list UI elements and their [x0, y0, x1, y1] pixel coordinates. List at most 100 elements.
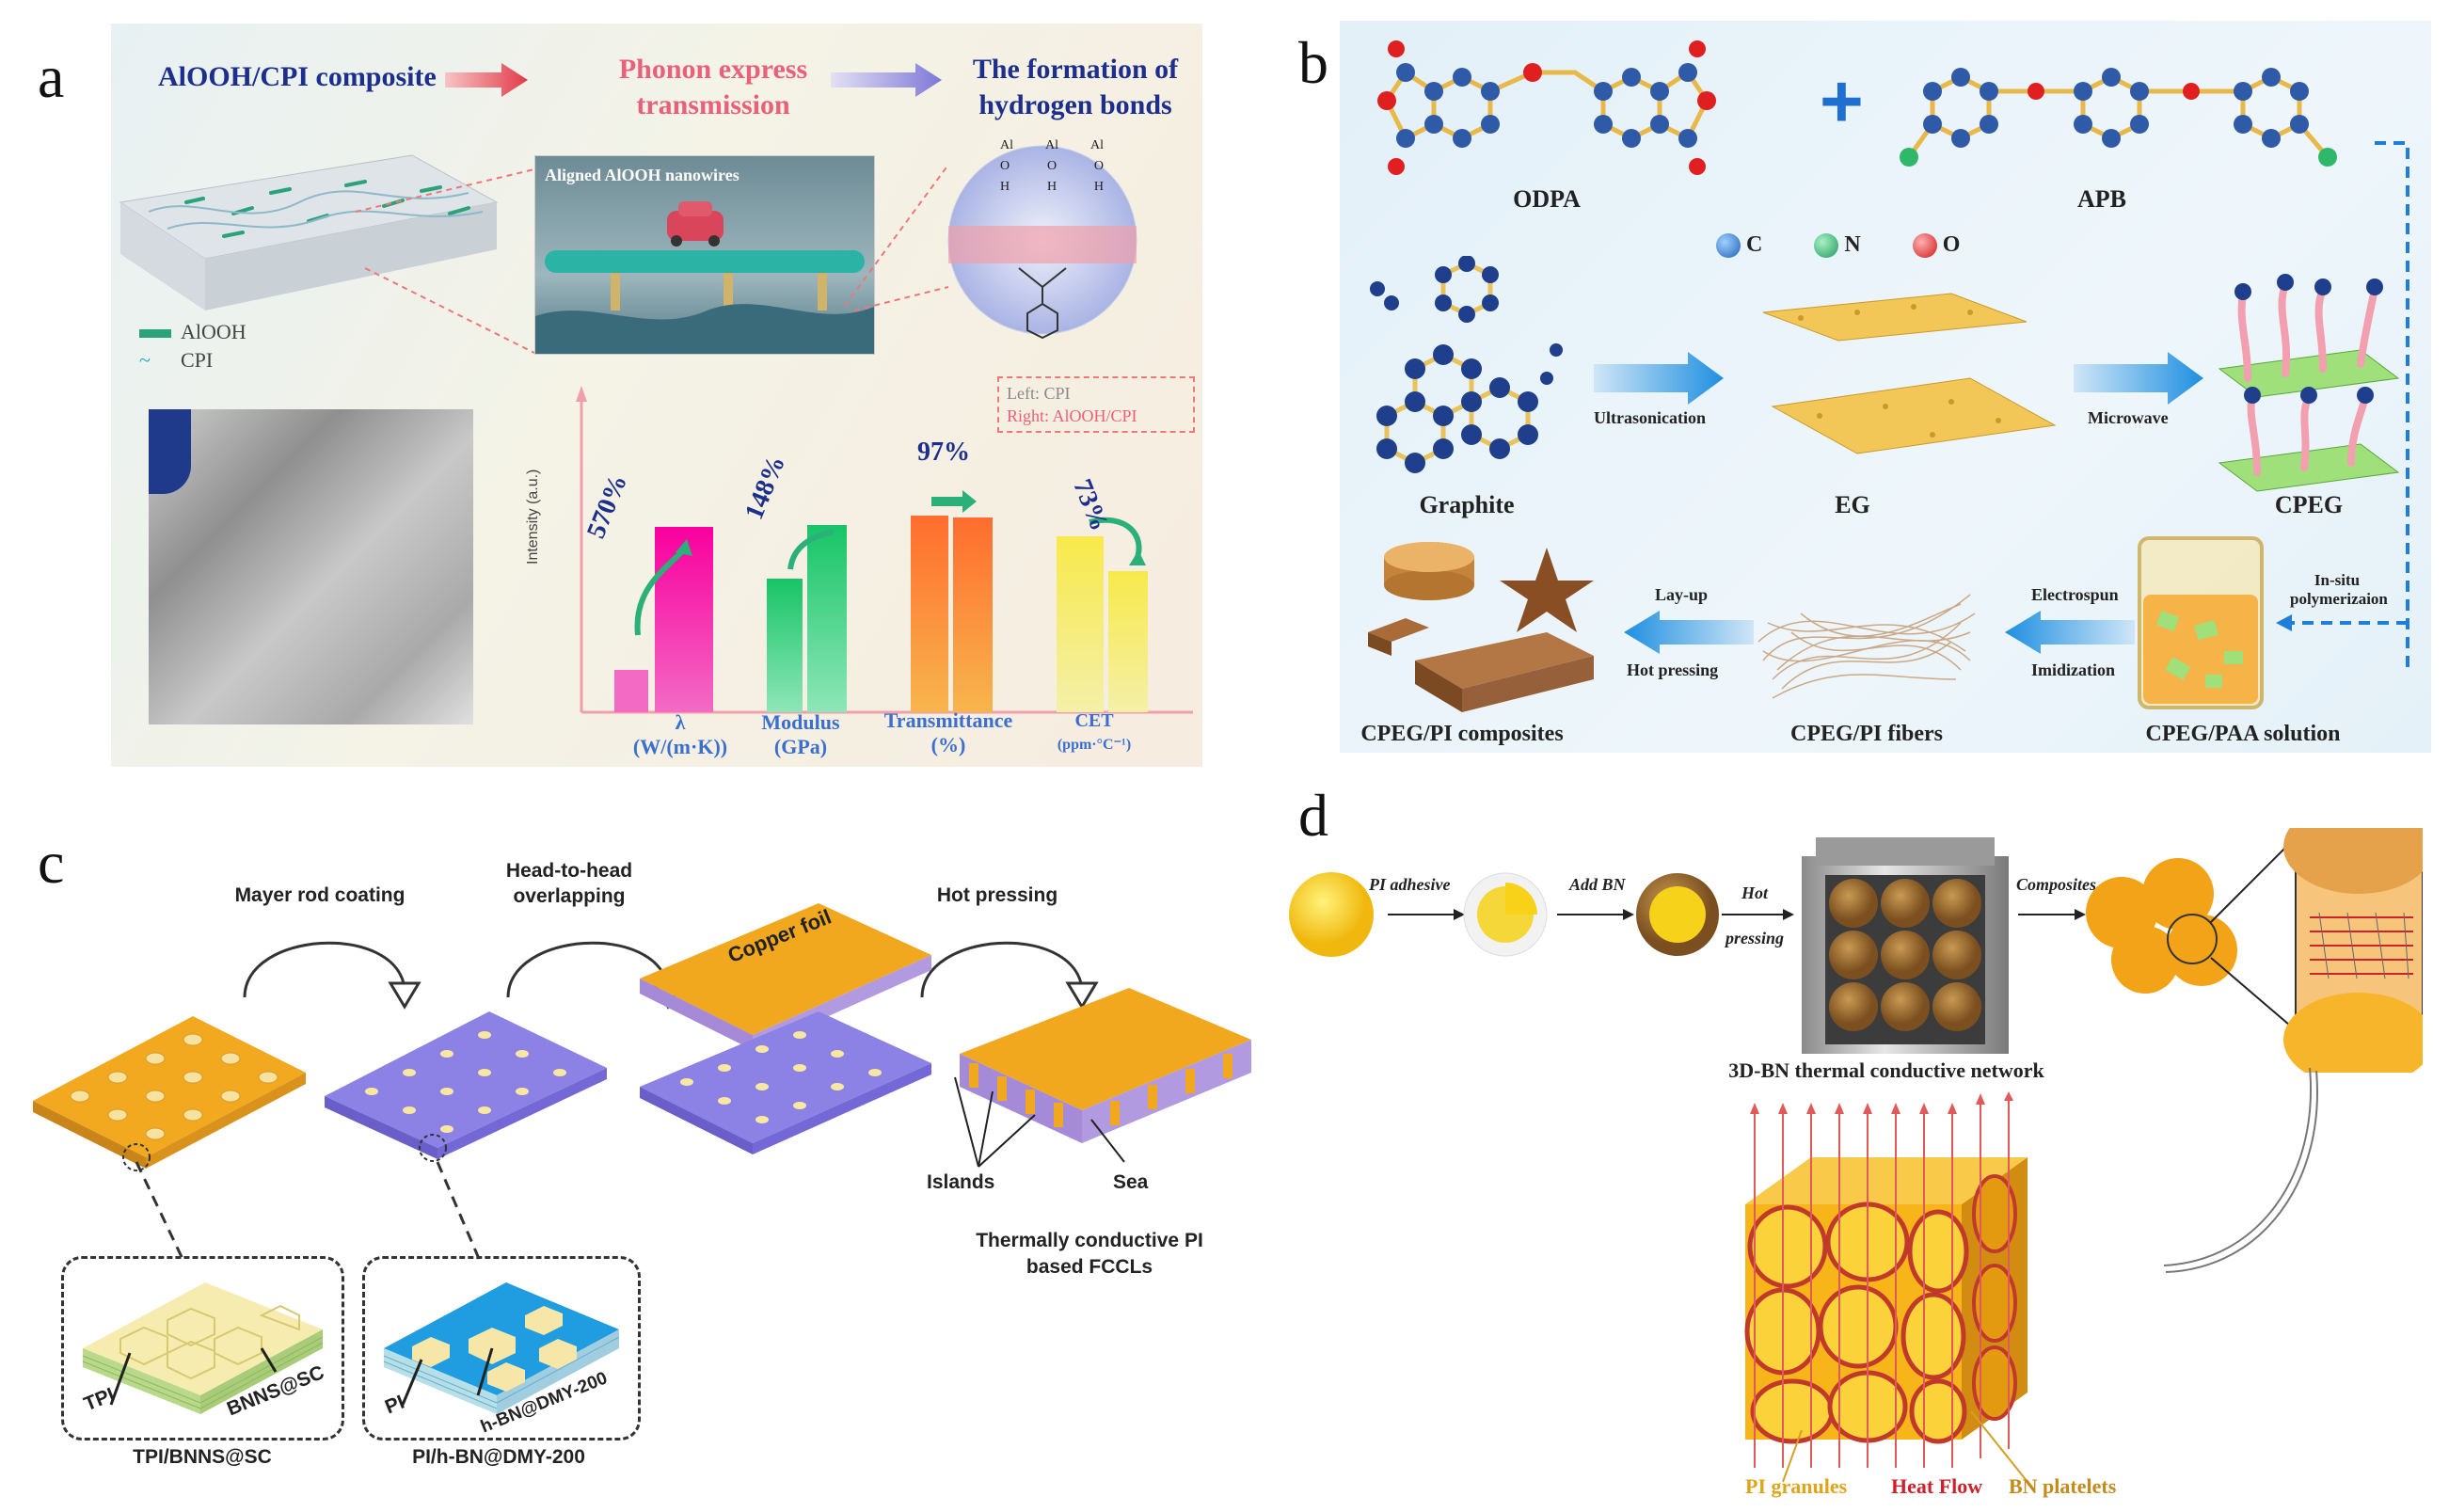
eg-label: EG: [1835, 491, 1870, 518]
alooh-swatch: [139, 329, 171, 339]
insitu-dashed-bottom: [2276, 614, 2408, 631]
network-title: 3D-BN thermal conductive network: [1728, 1058, 2044, 1082]
insitu-text: In-situ polymerizaion: [2290, 571, 2388, 608]
inset2-caption: PI/h-BN@DMY-200: [412, 1446, 585, 1468]
step-add-bn: Add BN: [1569, 875, 1626, 894]
cat-modulus-name: Modulus: [761, 710, 840, 734]
label-heat-flow: Heat Flow: [1891, 1474, 1983, 1498]
cat-transmittance-unit: (%): [930, 733, 966, 756]
legend-c: C: [1716, 232, 1763, 259]
fibers-label: CPEG/PI fibers: [1790, 722, 1943, 746]
eg-sheets: [1762, 293, 2057, 454]
legend-cpi: ~ CPI: [139, 348, 213, 373]
cpi-wave-icon: ~: [139, 348, 151, 372]
electrospun-label: Electrospun: [2031, 585, 2119, 604]
flow-arrow-pink: [445, 63, 528, 97]
network-cube: [1744, 1091, 2028, 1483]
atom-h-3: H: [1093, 180, 1104, 194]
panel-d-label: d: [1298, 782, 1328, 849]
legend-n: N: [1814, 232, 1861, 259]
purple-sheet: [325, 1011, 607, 1162]
bar-cet-composite: [1108, 571, 1148, 712]
step-hotpress: Hot pressing: [936, 884, 1058, 906]
decorative-arc: [2163, 1067, 2318, 1273]
circle-note-left: Left: CPI: [1007, 384, 1071, 403]
step-mayer: Mayer rod coating: [234, 884, 406, 906]
ultrasonication-label: Ultrasonication: [1594, 408, 1706, 427]
panel-a: AlOOH/CPI composite Phonon express trans…: [111, 24, 1202, 767]
flow-step-3-text: The formation of hydrogen bonds: [972, 54, 1179, 120]
cat-cet-name: CET: [1074, 710, 1114, 731]
inset-connectors: [135, 1161, 482, 1262]
apb-label: APB: [2077, 185, 2126, 213]
fccl-product-line2: based FCCLs: [1026, 1256, 1153, 1278]
flow-step-3: The formation of hydrogen bonds: [967, 52, 1184, 123]
label-bn-platelets: BN platelets: [2009, 1474, 2117, 1498]
flow-arrow-purple: [831, 63, 942, 97]
composite-shapes: [1368, 542, 1594, 712]
composites-label: CPEG/PI composites: [1360, 722, 1564, 746]
panel-b-label: b: [1298, 29, 1328, 96]
bar-lambda-composite: [655, 527, 713, 712]
pillar-sheet: [33, 1016, 306, 1171]
glove-shape: [149, 409, 191, 494]
step-overlap: Head-to-head overlapping: [489, 858, 649, 909]
atom-o-1: O: [1000, 159, 1010, 173]
bar-cet-cpi: [1057, 536, 1104, 712]
hydrogen-bond-circle: [947, 145, 1137, 340]
cat-modulus: Modulus(GPa): [761, 710, 839, 759]
islands-pointers: [954, 1076, 1125, 1168]
insitu-dashed-arrow: [2375, 141, 2409, 670]
cpeg-label: CPEG: [2274, 491, 2344, 518]
zoom-lines-2: [845, 164, 949, 311]
cat-lambda-unit: (W/(m·K)): [632, 735, 728, 758]
flow-step-2-text: Phonon express transmission: [618, 54, 808, 120]
graphite-structure: [1370, 256, 1563, 473]
sea-label: Sea: [1113, 1171, 1149, 1193]
nitrogen-sphere-icon: [1814, 233, 1839, 259]
legend-cpi-text: CPI: [181, 348, 214, 372]
plus-icon: +: [1820, 59, 1864, 143]
layup-label: Lay-up: [1655, 585, 1709, 604]
circle-note: Left: CPI Right: AlOOH/CPI: [997, 376, 1195, 433]
microwave-arrow: [2074, 352, 2203, 405]
cat-lambda: λ(W/(m·K)): [633, 710, 727, 759]
film-photo: [149, 409, 473, 724]
legend-o-text: O: [1942, 232, 1961, 257]
atom-al-1: Al: [1000, 138, 1013, 152]
atom-al-3: Al: [1090, 138, 1104, 152]
step-overlap-text: Head-to-head overlapping: [505, 860, 633, 907]
atom-h-1: H: [1000, 180, 1010, 194]
inset-tpi-bnns: TPI BNNS@SC: [61, 1256, 344, 1440]
cpeg-structure: [2218, 274, 2400, 492]
paa-beaker: [2138, 536, 2264, 709]
nanowire-inset-title: Aligned AlOOH nanowires: [545, 166, 739, 184]
cat-transmittance: Transmittance(%): [884, 708, 1012, 757]
legend-o: O: [1912, 232, 1961, 259]
panel-b: ODPA + APB C N O Graphite: [1340, 21, 2431, 753]
flow-step-1: AlOOH/CPI composite: [158, 61, 437, 92]
inset1-caption: TPI/BNNS@SC: [133, 1446, 272, 1468]
tpi-layer-drawing: [82, 1282, 324, 1414]
circle-note-right: Right: AlOOH/CPI: [1007, 406, 1137, 425]
insitu-label: In-situ polymerizaion: [2290, 571, 2388, 609]
cat-cet-unit: (ppm·°C⁻¹): [1057, 737, 1132, 753]
imidization-label: Imidization: [2031, 661, 2116, 679]
bar-trans-composite: [953, 517, 993, 712]
microwave-label: Microwave: [2088, 408, 2169, 427]
bar-lambda-cpi: [614, 670, 648, 712]
islands-label: Islands: [927, 1171, 995, 1193]
flow-step-2: Phonon express transmission: [605, 52, 821, 123]
bar-modulus-composite: [807, 525, 847, 712]
property-bar-chart: [576, 386, 1193, 714]
step-composites: Composites: [2016, 875, 2097, 894]
step-hot-pressing-text: Hot pressing: [1725, 883, 1784, 947]
process-d: [1289, 828, 2423, 1073]
inset-pi-hbn: PI h-BN@DMY-200: [362, 1256, 641, 1440]
chart-ylabel: Intensity (a.u.): [525, 469, 541, 565]
legend-c-text: C: [1746, 232, 1763, 257]
bar-trans-cpi: [911, 516, 948, 712]
ultrasonication-arrow: [1594, 352, 1724, 405]
fccl-product-line1: Thermally conductive PI: [976, 1230, 1203, 1251]
composite-film: [119, 154, 499, 310]
